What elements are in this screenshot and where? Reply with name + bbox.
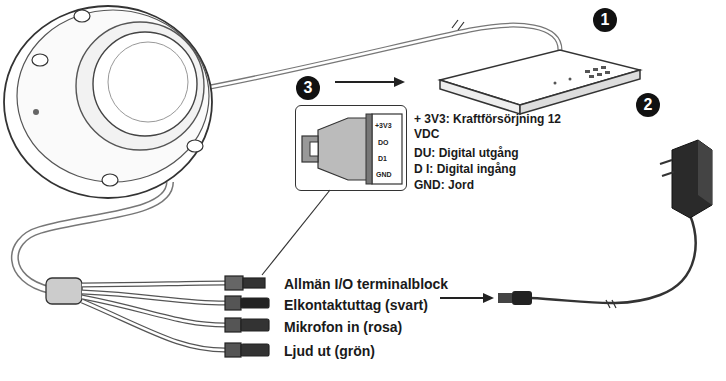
pin-label: +3V3 xyxy=(375,122,392,129)
pin-label: DO xyxy=(378,139,389,146)
connector-label: Ljud ut (grön) xyxy=(284,343,375,361)
pin-label: D1 xyxy=(378,155,387,162)
pin-description: GND: Jord xyxy=(414,178,474,193)
callout-number: 3 xyxy=(296,76,320,100)
pin-label: GND xyxy=(376,171,392,178)
pin-description: DU: Digital utgång xyxy=(414,146,519,161)
pin-description: D I: Digital ingång xyxy=(414,162,516,177)
callout-number: 1 xyxy=(593,8,617,32)
callout-number: 2 xyxy=(636,93,660,117)
pin-description: + 3V3: Kraftförsörjning 12 VDC xyxy=(414,112,584,142)
terminal-inset: +3V3DO D1GND xyxy=(295,105,407,191)
connector-label: Allmän I/O terminalblock xyxy=(284,276,448,294)
connector-label: Elkontaktuttag (svart) xyxy=(284,297,428,315)
connector-label: Mikrofon in (rosa) xyxy=(284,319,402,337)
